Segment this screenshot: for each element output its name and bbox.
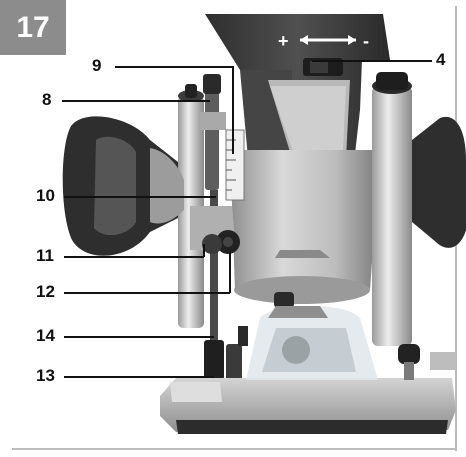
- figure-number-badge: [0, 0, 66, 55]
- callout-11: 11: [36, 246, 54, 265]
- leader-line-12-rise: [229, 252, 231, 293]
- figure-number: 17: [16, 11, 50, 44]
- base-plate: [160, 378, 456, 432]
- right-column: [372, 86, 412, 346]
- callout-8: 8: [42, 90, 52, 109]
- leader-line-14: [64, 336, 214, 338]
- callout-4: 4: [436, 50, 446, 69]
- leader-line-9-drop: [232, 66, 234, 154]
- depth-stop-rod: [205, 90, 219, 190]
- callout-9: 9: [92, 56, 102, 75]
- leader-line-13: [64, 376, 214, 378]
- leader-line-8: [62, 100, 210, 102]
- plus-sign: +: [278, 31, 289, 51]
- leader-line-11-rise: [203, 244, 205, 257]
- callout-13: 13: [36, 366, 55, 385]
- turret-stop: [204, 340, 224, 380]
- leader-line-10: [64, 196, 216, 198]
- router-body: [230, 150, 380, 290]
- callout-10: 10: [36, 186, 55, 205]
- callout-14: 14: [36, 326, 55, 345]
- depth-scale: [225, 129, 245, 201]
- leader-line-11: [64, 256, 204, 258]
- minus-sign: -: [363, 31, 369, 51]
- callout-12: 12: [36, 282, 55, 301]
- leader-line-9: [115, 66, 233, 68]
- leader-line-12: [64, 292, 230, 294]
- leader-line-4: [312, 60, 432, 62]
- right-handle: [412, 116, 466, 248]
